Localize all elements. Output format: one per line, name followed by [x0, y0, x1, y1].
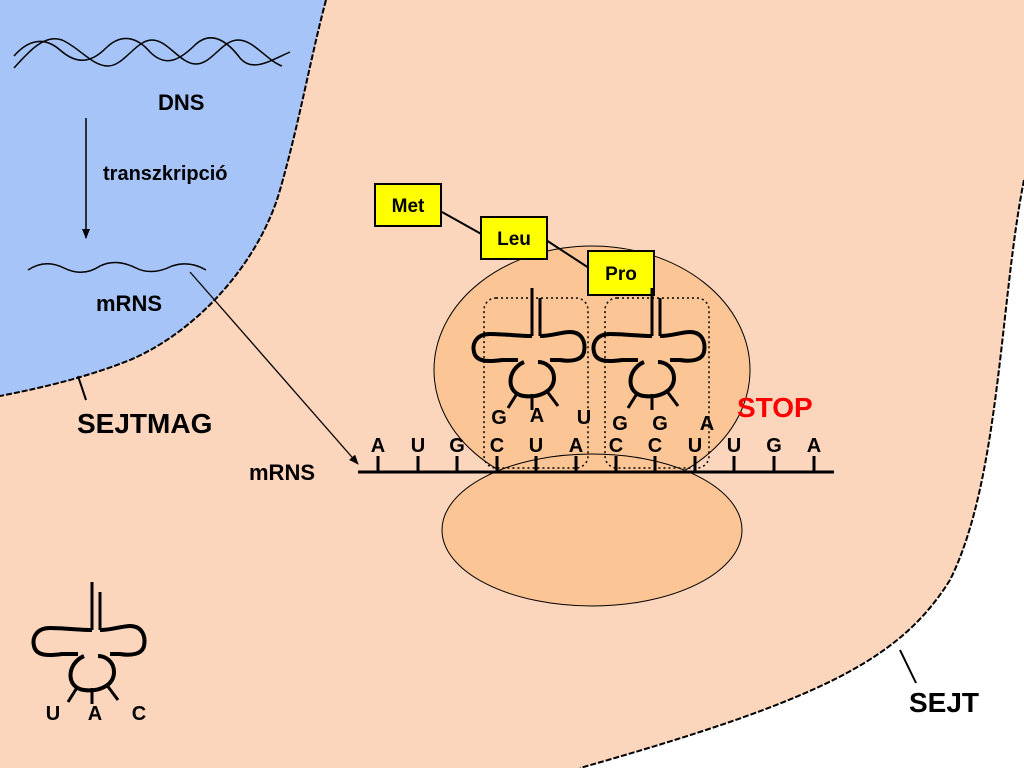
anticodon-2-base-3: A — [700, 413, 714, 435]
cell-callout-line — [899, 649, 917, 684]
nuclear-envelope — [0, 0, 327, 397]
amino-box-met — [374, 183, 442, 227]
codon-base: U — [411, 435, 425, 457]
stop-label: STOP — [737, 392, 813, 423]
amino-label-leu: Leu — [497, 229, 531, 250]
codon-base: C — [648, 435, 662, 457]
codon-ticks — [376, 456, 816, 472]
amino-box-leu — [480, 216, 548, 260]
trna-free-base-3: C — [132, 703, 146, 725]
amino-box-pro — [587, 250, 655, 296]
anticodon-2-base-1: G — [612, 413, 628, 435]
anticodon-1-base-2: A — [530, 405, 544, 427]
cell-label: SEJT — [909, 687, 979, 718]
trna-free-base-2: A — [88, 703, 102, 725]
codon-base: A — [807, 435, 821, 457]
anticodon-1-base-3: U — [577, 407, 591, 429]
codon-base: G — [766, 435, 782, 457]
codon-base: A — [569, 435, 583, 457]
codon-base: A — [371, 435, 385, 457]
amino-label-met: Met — [392, 196, 425, 217]
codon-base: G — [449, 435, 465, 457]
dns-label: DNS — [158, 90, 204, 115]
codon-base: C — [490, 435, 504, 457]
mrna-wave-icon — [27, 261, 207, 273]
anticodon-2-base-2: G — [652, 413, 668, 435]
codon-base: U — [529, 435, 543, 457]
nucleus-callout-line — [77, 375, 87, 401]
mrns-nucleus-label: mRNS — [96, 291, 162, 316]
ribosome-small-subunit — [441, 453, 743, 607]
codon-base: U — [727, 435, 741, 457]
codon-base: C — [609, 435, 623, 457]
transcription-label: transzkripció — [103, 163, 227, 185]
amino-label-pro: Pro — [605, 264, 637, 285]
nucleus-region — [0, 0, 326, 396]
codon-base: U — [688, 435, 702, 457]
ribosome-site-p — [483, 297, 589, 469]
anticodon-1-base-1: G — [491, 407, 507, 429]
dna-helix-icon — [13, 37, 291, 69]
ribosome-site-a — [604, 297, 710, 469]
nucleus-label: SEJTMAG — [77, 408, 212, 439]
cell-membrane — [579, 179, 1024, 768]
trna-free-base-1: U — [46, 703, 60, 725]
mrns-strand-label: mRNS — [249, 460, 315, 485]
export-arrow — [189, 271, 359, 465]
